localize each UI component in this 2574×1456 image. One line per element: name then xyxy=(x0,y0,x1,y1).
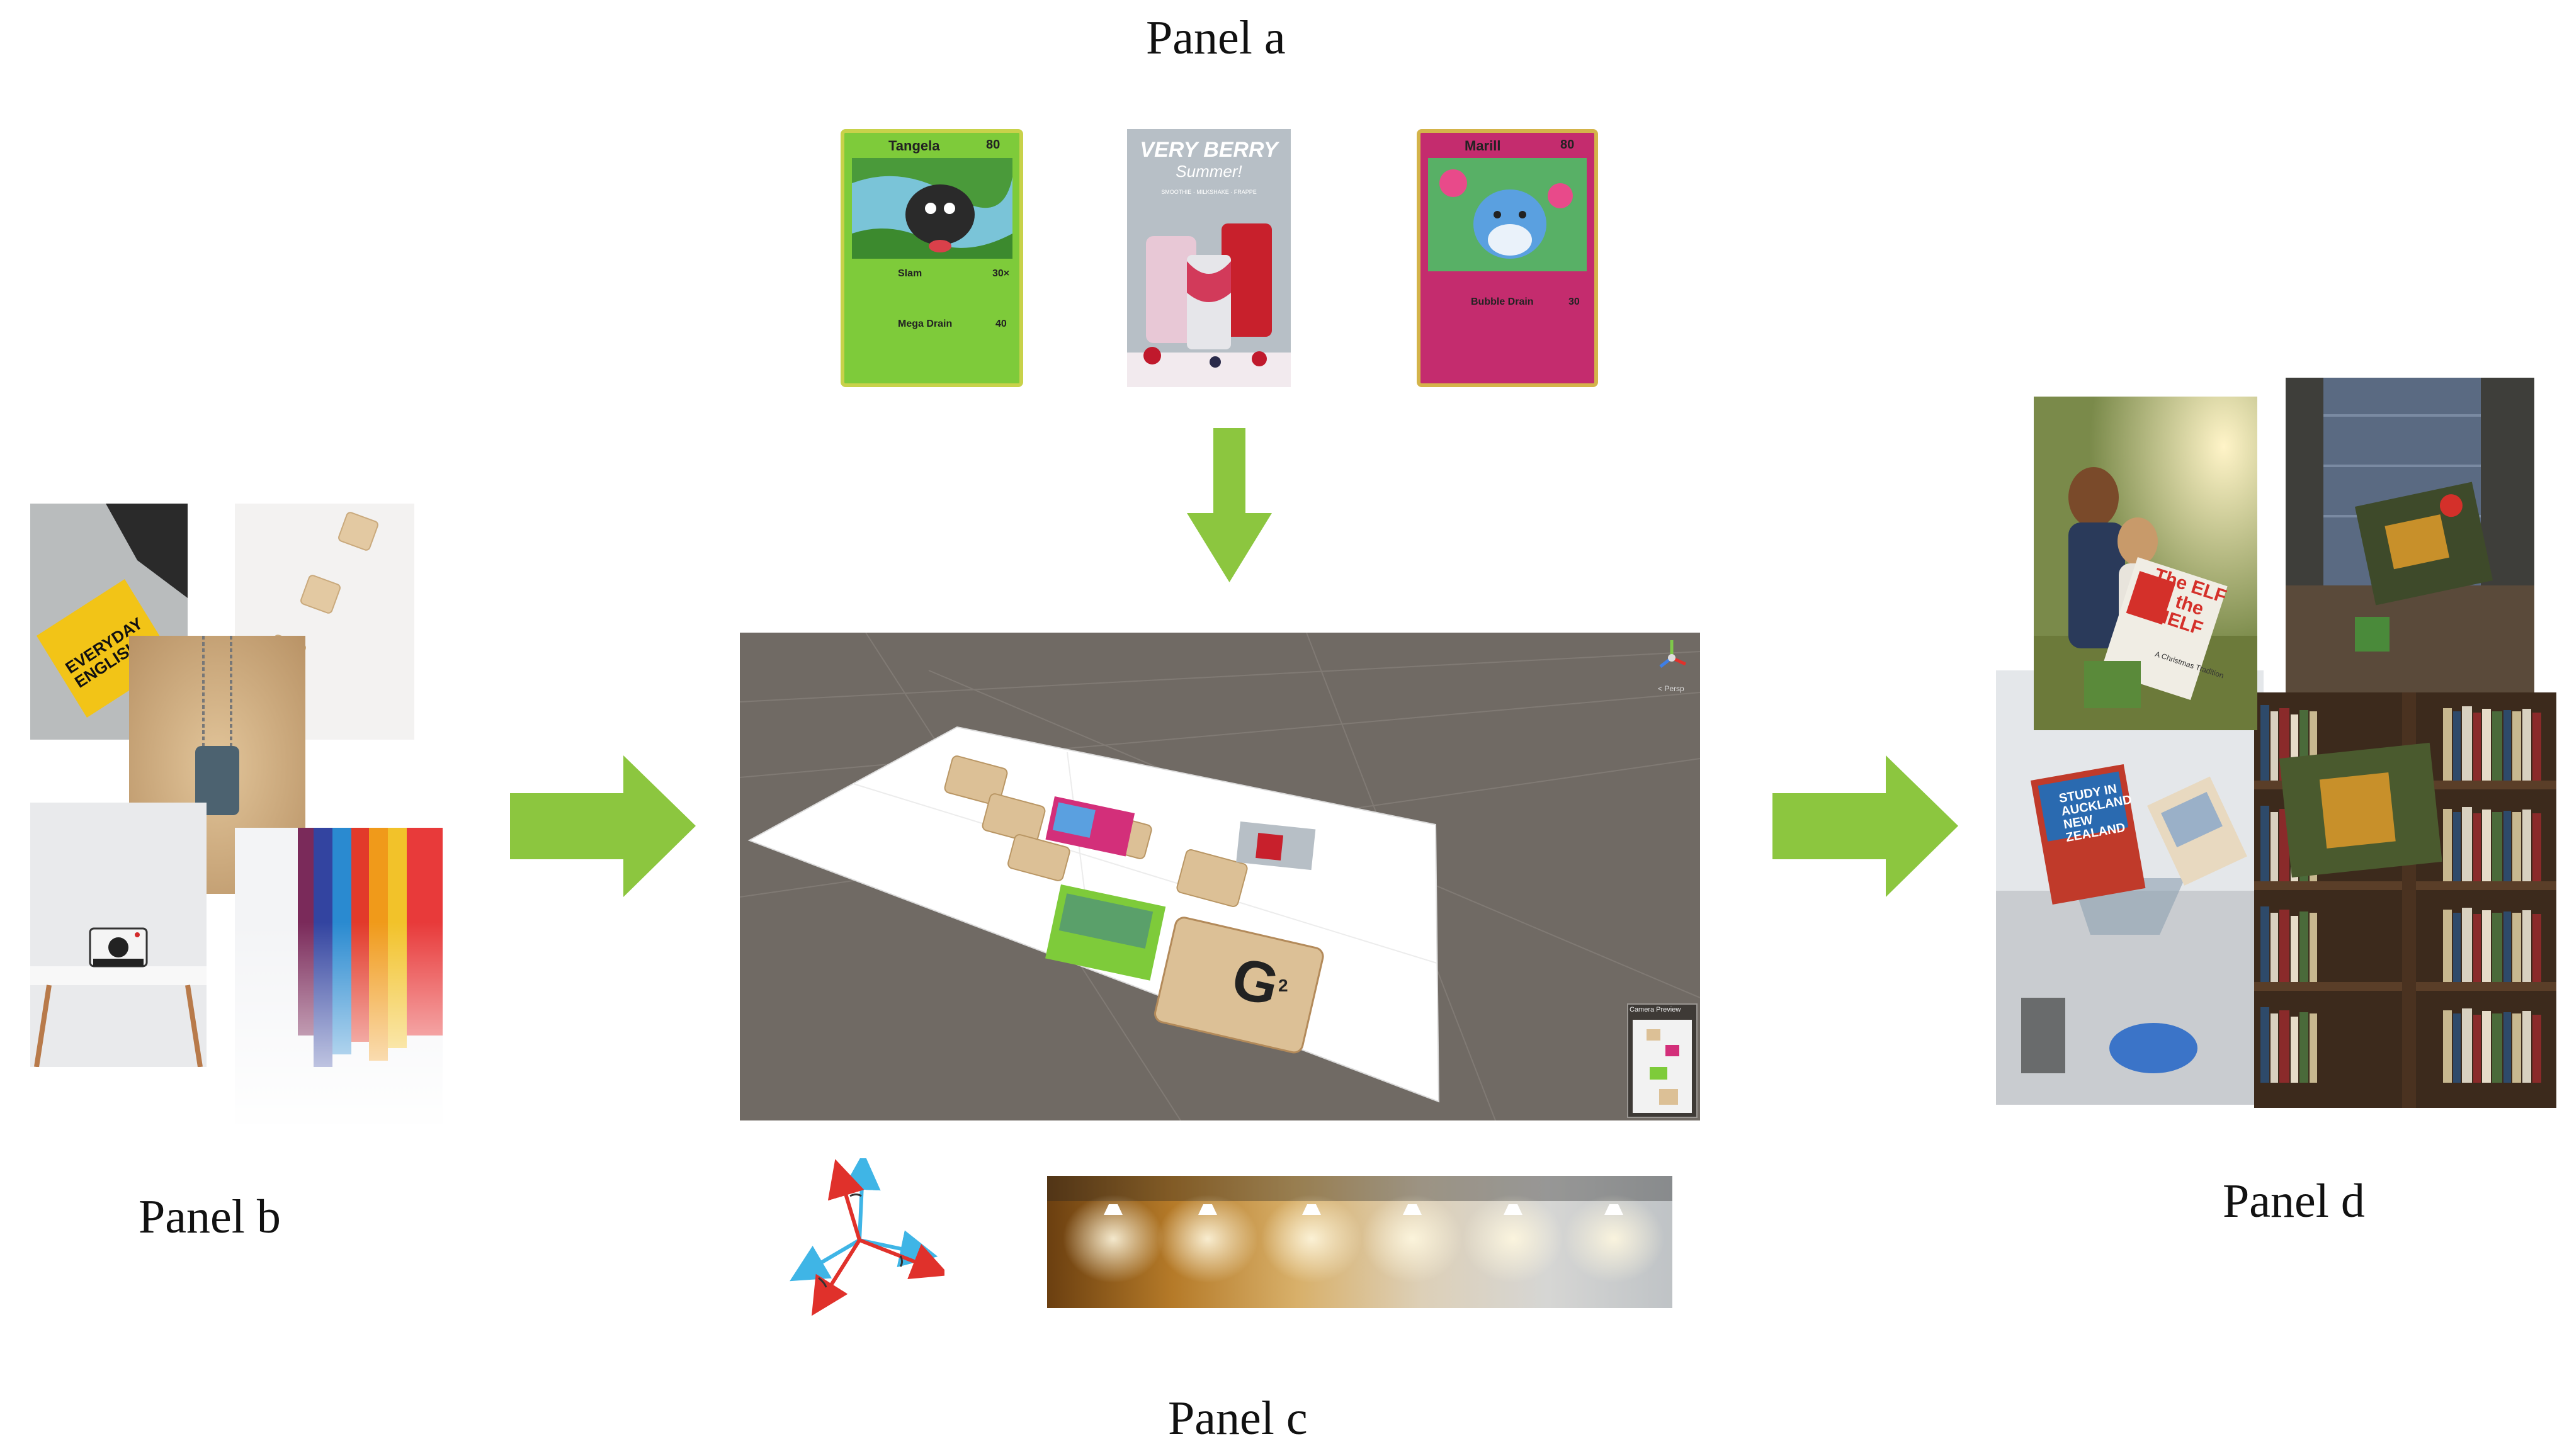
paint-stripes-photo xyxy=(235,828,443,1124)
rotation-axes-icon xyxy=(790,1158,944,1316)
card-name: Tangela xyxy=(888,138,940,154)
pokemon-card-tangela: Tangela 80 Slam 30× Mega Drain 40 xyxy=(841,129,1023,387)
gardener-photo xyxy=(2286,378,2534,692)
poster-subtitle: Summer! xyxy=(1176,162,1242,181)
very-berry-poster: VERY BERRY Summer! SMOOTHIE · MILKSHAKE … xyxy=(1127,129,1291,387)
poster-title: VERY BERRY xyxy=(1140,138,1278,162)
card-attack-1-damage: 30× xyxy=(992,268,1010,279)
card-attack-2-damage: 40 xyxy=(995,319,1007,329)
arrow-right-icon xyxy=(510,755,696,897)
pokemon-card-marill: Marill 80 Bubble Drain 30 xyxy=(1417,129,1598,387)
arrow-right-icon xyxy=(1772,755,1958,897)
panel-a-label: Panel a xyxy=(1146,11,1286,64)
panel-c-label: Panel c xyxy=(1168,1392,1308,1445)
persp-label: < Persp xyxy=(1658,684,1684,693)
kids-reading-photo: The ELF on the SHELF A Christmas Traditi… xyxy=(2034,397,2257,730)
card-attack-2: Mega Drain xyxy=(898,319,953,329)
card-art xyxy=(1428,158,1587,271)
bookshelf-photo xyxy=(2254,692,2556,1108)
card-art xyxy=(852,158,1012,259)
camera-table-photo xyxy=(30,803,207,1067)
lighting-gradient-strip xyxy=(1047,1176,1672,1308)
panel-b-label: Panel b xyxy=(139,1190,281,1243)
poster-tagline: SMOOTHIE · MILKSHAKE · FRAPPE xyxy=(1161,189,1257,195)
card-attack-1: Slam xyxy=(898,268,922,279)
drinks-illustration xyxy=(1127,223,1291,387)
card-name: Marill xyxy=(1465,138,1501,154)
card-attack-1-damage: 30 xyxy=(1568,296,1580,307)
arrow-down-icon xyxy=(1187,428,1272,582)
card-hp: 80 xyxy=(1560,138,1575,152)
card-attack-1: Bubble Drain xyxy=(1471,296,1534,307)
library-interior-photo: STUDY IN AUCKLAND NEW ZEALAND xyxy=(1996,670,2264,1105)
tile-subscript: 2 xyxy=(1278,976,1288,995)
study-poster-text: STUDY IN AUCKLAND NEW ZEALAND xyxy=(2058,782,2133,845)
camera-preview-title: Camera Preview xyxy=(1630,1006,1681,1013)
unity-scene-view: G 2 < Persp Camera Preview xyxy=(740,633,1700,1120)
panel-d-label: Panel d xyxy=(2223,1175,2365,1227)
card-hp: 80 xyxy=(986,138,1001,152)
